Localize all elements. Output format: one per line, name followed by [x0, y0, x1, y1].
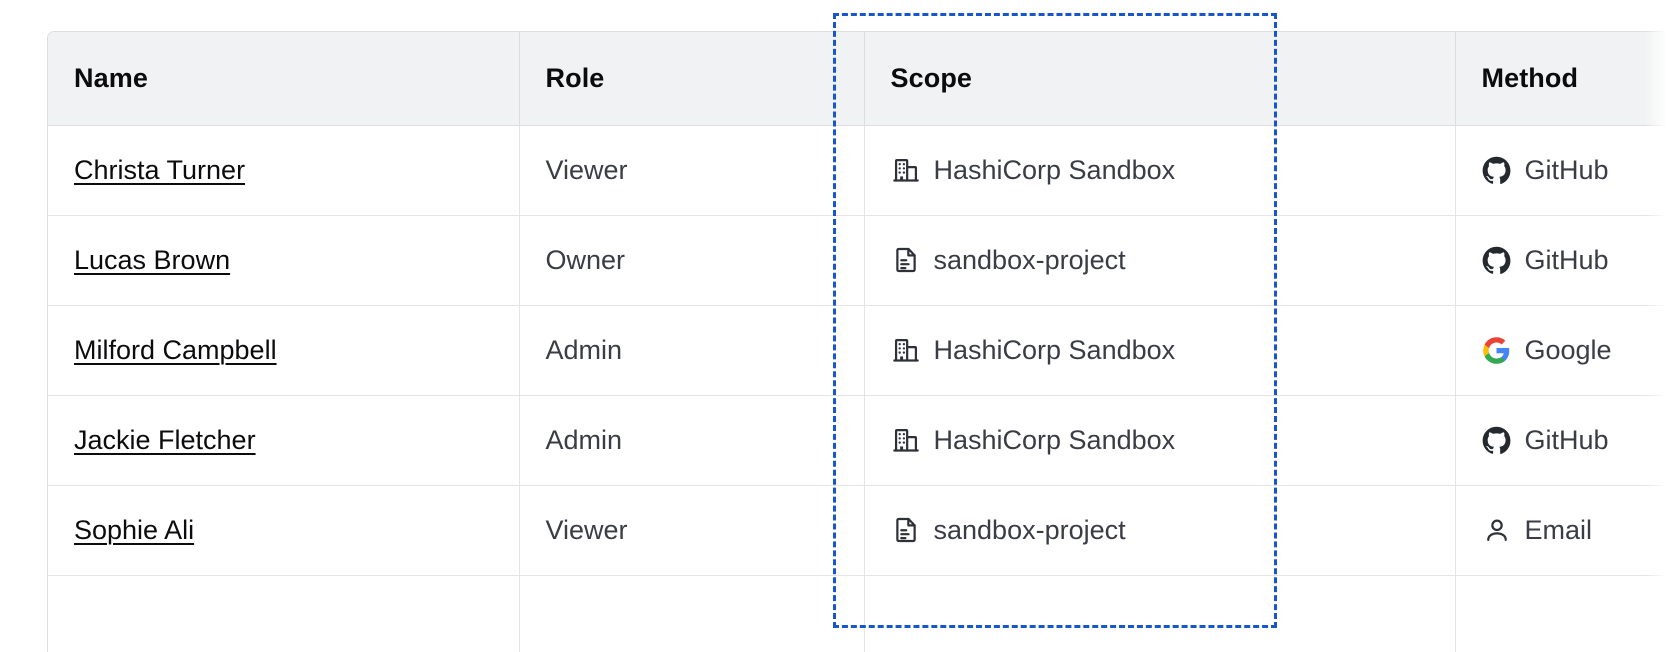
column-header-name[interactable]: Name — [48, 32, 520, 126]
cell-role: Admin — [519, 305, 865, 396]
cell-name: Lucas Brown — [48, 215, 520, 306]
member-name-link[interactable]: Sophie Ali — [74, 514, 195, 545]
cell-scope: sandbox-project — [864, 215, 1456, 306]
cell-name: Jackie Fletcher — [48, 395, 520, 486]
table-row[interactable] — [48, 575, 1672, 652]
scope-value: HashiCorp Sandbox — [891, 425, 1455, 456]
method-value: GitHub — [1482, 425, 1672, 456]
method-label: GitHub — [1524, 424, 1609, 455]
cell-role — [519, 575, 865, 652]
column-header-scope[interactable]: Scope — [864, 32, 1456, 126]
project-document-icon — [891, 515, 921, 545]
cell-method: GitHub — [1455, 395, 1672, 486]
method-label: GitHub — [1524, 244, 1609, 275]
scope-label: HashiCorp Sandbox — [933, 154, 1176, 185]
scope-value: HashiCorp Sandbox — [891, 335, 1455, 366]
organization-building-icon — [891, 425, 921, 455]
scope-label: sandbox-project — [933, 514, 1126, 545]
cell-method: GitHub — [1455, 125, 1672, 216]
table-row[interactable]: Jackie Fletcher Admin HashiCorp Sandbox Git… — [48, 395, 1672, 486]
method-value: Email — [1482, 515, 1672, 546]
scope-label: HashiCorp Sandbox — [933, 424, 1176, 455]
method-label: Google — [1524, 334, 1612, 365]
table-row[interactable]: Sophie Ali Viewer sandbox-project Email — [48, 485, 1672, 576]
cell-name: Milford Campbell — [48, 305, 520, 396]
cell-role: Admin — [519, 395, 865, 486]
organization-building-icon — [891, 335, 921, 365]
github-icon — [1482, 425, 1512, 455]
table-row[interactable]: Christa Turner Viewer HashiCorp Sandbox Git… — [48, 125, 1672, 216]
table-header-row: Name Role Scope Method — [48, 32, 1672, 126]
table-row[interactable]: Lucas Brown Owner sandbox-project GitHub — [48, 215, 1672, 306]
cell-scope: HashiCorp Sandbox — [864, 305, 1456, 396]
method-label: GitHub — [1524, 154, 1609, 185]
user-person-icon — [1482, 515, 1512, 545]
cell-role: Viewer — [519, 125, 865, 216]
method-value: Google — [1482, 335, 1672, 366]
member-name-link[interactable]: Milford Campbell — [74, 334, 277, 365]
cell-method — [1455, 575, 1672, 652]
google-icon — [1482, 335, 1512, 365]
cell-scope: HashiCorp Sandbox — [864, 395, 1456, 486]
scope-label: sandbox-project — [933, 244, 1126, 275]
cell-role: Viewer — [519, 485, 865, 576]
column-header-method[interactable]: Method — [1455, 32, 1672, 126]
cell-scope: HashiCorp Sandbox — [864, 125, 1456, 216]
method-value: GitHub — [1482, 155, 1672, 186]
column-header-role[interactable]: Role — [519, 32, 865, 126]
project-document-icon — [891, 245, 921, 275]
table-header: Name Role Scope Method — [48, 32, 1672, 126]
cell-method: Email — [1455, 485, 1672, 576]
cell-scope: sandbox-project — [864, 485, 1456, 576]
organization-building-icon — [891, 155, 921, 185]
scope-value: HashiCorp Sandbox — [891, 155, 1455, 186]
member-name-link[interactable]: Lucas Brown — [74, 244, 231, 275]
method-value: GitHub — [1482, 245, 1672, 276]
cell-scope — [864, 575, 1456, 652]
scope-label: HashiCorp Sandbox — [933, 334, 1176, 365]
method-label: Email — [1524, 514, 1593, 545]
cell-method: GitHub — [1455, 215, 1672, 306]
table-row[interactable]: Milford Campbell Admin HashiCorp Sandbox Go… — [48, 305, 1672, 396]
scope-value: sandbox-project — [891, 515, 1455, 546]
scope-value: sandbox-project — [891, 245, 1455, 276]
cell-name: Sophie Ali — [48, 485, 520, 576]
cell-method: Google — [1455, 305, 1672, 396]
member-name-link[interactable]: Jackie Fletcher — [74, 424, 256, 455]
cell-name — [48, 575, 520, 652]
member-name-link[interactable]: Christa Turner — [74, 154, 246, 185]
github-icon — [1482, 245, 1512, 275]
cell-name: Christa Turner — [48, 125, 520, 216]
github-icon — [1482, 155, 1512, 185]
cell-role: Owner — [519, 215, 865, 306]
